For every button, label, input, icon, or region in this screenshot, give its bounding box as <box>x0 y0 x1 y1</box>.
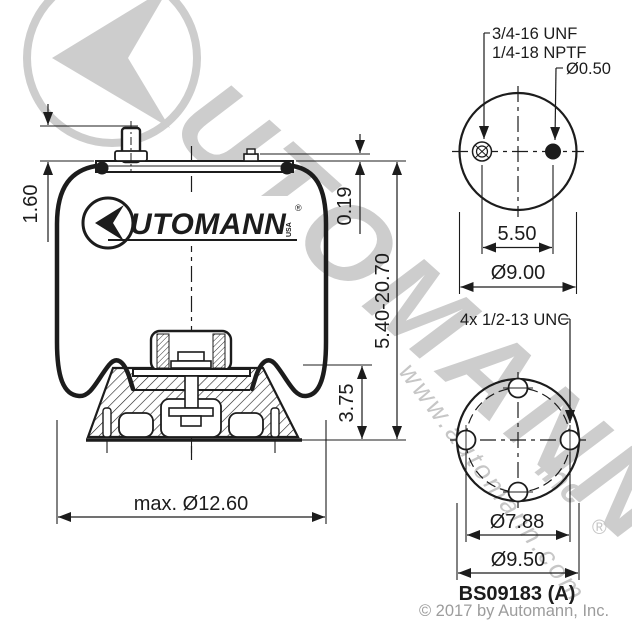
dim-plate-step: 0.19 <box>260 134 370 234</box>
watermark-arrow-icon <box>52 0 170 128</box>
bolt-holes <box>455 377 581 503</box>
dim-hole-spacing-label: 5.50 <box>498 223 537 245</box>
air-inlet-hole <box>545 143 561 160</box>
bottom-view: 4x 1/2-13 UNC Ø7.88 Ø9.50 <box>450 311 586 580</box>
copyright-text: © 2017 by Automann, Inc. <box>419 602 609 620</box>
dim-bottom-diameter: Ø9.50 <box>456 503 580 580</box>
lower-washer <box>168 407 214 417</box>
center-stud <box>184 375 199 409</box>
footer: BS09183 (A) © 2017 by Automann, Inc. <box>419 583 609 620</box>
piston-window-left <box>118 412 154 438</box>
dim-height-range-label: 5.40-20.70 <box>372 253 394 349</box>
bead-roll-left <box>95 161 109 175</box>
bumper-nut <box>177 351 205 362</box>
piston-pin-right <box>270 407 280 438</box>
part-number: BS09183 (A) <box>459 583 576 605</box>
bellows-outline-left <box>54 163 136 399</box>
bead-roll-right <box>280 161 294 175</box>
logo-usa-text: USA <box>286 222 293 237</box>
dim-top-diameter-label: Ø9.00 <box>491 262 545 284</box>
dim-hole-spacing: 5.50 <box>481 165 554 254</box>
dim-max-diameter-label: max. Ø12.60 <box>134 493 249 515</box>
dim-stud-height-label: 1.60 <box>20 185 42 224</box>
dim-bolt-circle: Ø7.88 <box>465 452 571 542</box>
bumper-wall-left <box>156 333 170 369</box>
logo-registered-icon: ® <box>295 203 302 213</box>
logo-wordmark: UTOMANN <box>130 208 287 241</box>
dim-bolt-circle-label: Ø7.88 <box>490 511 544 533</box>
dim-bottom-diameter-label: Ø9.50 <box>491 549 545 571</box>
bumper-seat-plate <box>132 368 251 377</box>
threaded-port <box>471 141 493 162</box>
thread-label: 3/4-16 UNF <box>492 25 577 43</box>
watermark-registered-icon: ® <box>592 517 607 539</box>
dim-piston-height-label: 3.75 <box>336 384 358 423</box>
bumper-washer <box>170 360 212 369</box>
bellows-outline-right <box>249 163 329 399</box>
top-view-labels: 3/4-16 UNF 1/4-18 NPTF Ø0.50 <box>479 25 611 141</box>
piston-pin-left <box>102 407 112 438</box>
bumper-wall-right <box>212 333 226 369</box>
piston-window-right <box>228 412 264 438</box>
hole-size-label: Ø0.50 <box>566 60 611 78</box>
dim-max-diameter: max. Ø12.60 <box>56 420 327 524</box>
port-label: 1/4-18 NPTF <box>492 44 586 62</box>
side-view: UTOMANN USA ® 1.60 0.19 5.40-20.70 <box>20 104 406 524</box>
bumper <box>132 329 251 427</box>
logo-arrow-icon <box>95 205 124 241</box>
lower-nut <box>180 415 202 427</box>
top-view: 3/4-16 UNF 1/4-18 NPTF Ø0.50 5.50 Ø9.00 <box>452 25 611 294</box>
watermark-logo-circle <box>23 0 201 147</box>
automann-logo: UTOMANN USA ® <box>81 196 302 250</box>
dim-piston-height: 3.75 <box>303 364 372 439</box>
dim-top-diameter: Ø9.00 <box>458 212 578 294</box>
combo-stud-base <box>243 153 259 162</box>
dim-stud-height: 1.60 <box>20 104 138 242</box>
bead-plate <box>95 121 294 175</box>
dim-height-range: 5.40-20.70 <box>302 160 406 441</box>
combo-stud-cap <box>246 148 256 155</box>
dim-plate-step-label: 0.19 <box>334 187 356 226</box>
bolt-pattern-label: 4x 1/2-13 UNC <box>460 311 569 329</box>
